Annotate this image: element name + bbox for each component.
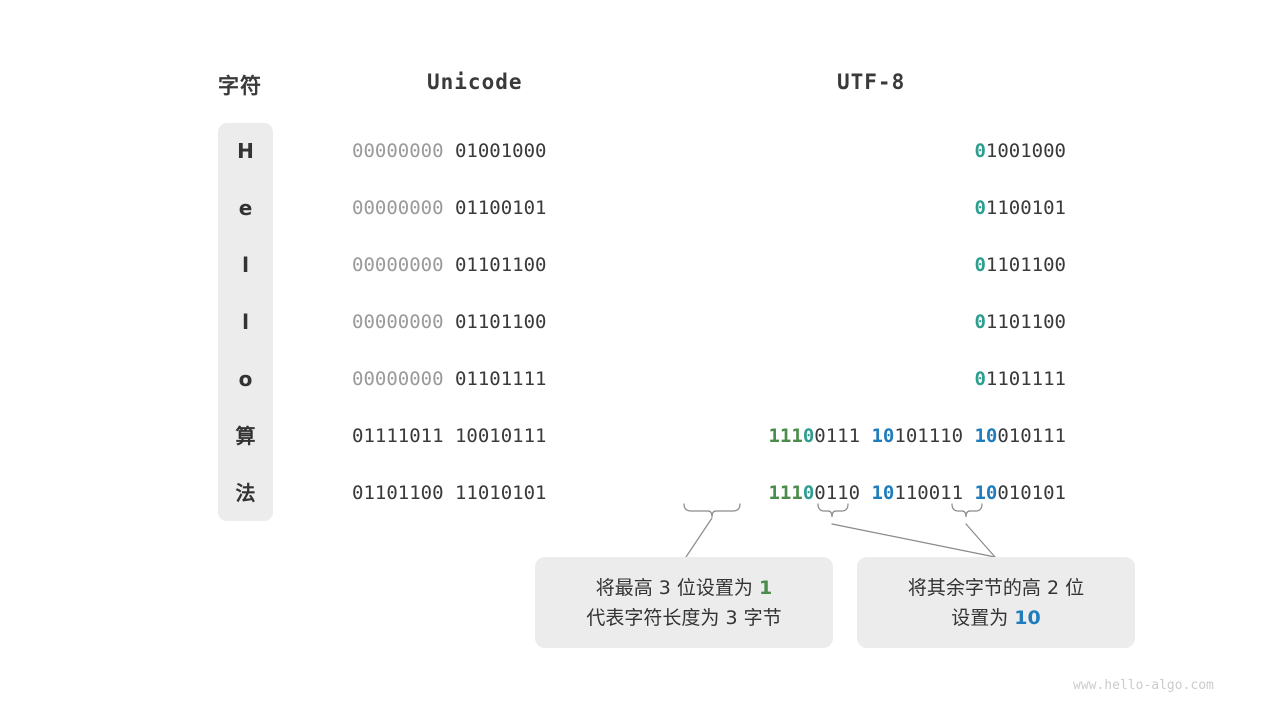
unicode-value: 00000000 01101100 [352, 310, 546, 334]
utf8-value: 01001000 [684, 139, 1066, 163]
utf8-lead-payload: 0111 [814, 425, 861, 447]
unicode-value: 01111011 10010111 [352, 424, 546, 448]
callout-lead-line-1-text: 将最高 3 位设置为 [595, 576, 759, 599]
brace-cont-2 [951, 503, 983, 518]
utf8-lead-zero: 0 [974, 311, 986, 333]
unicode-high-byte: 00000000 [352, 311, 444, 333]
callout-cont-line-1: 将其余字节的高 2 位 [907, 576, 1085, 599]
unicode-high-byte: 00000000 [352, 140, 444, 162]
character-cell: l [242, 253, 249, 277]
unicode-low-byte: 01101100 [454, 254, 547, 276]
utf8-lead-payload: 1001000 [985, 140, 1066, 162]
utf8-lead-payload: 1100101 [985, 197, 1066, 219]
utf8-value: 01101100 [684, 253, 1066, 277]
utf8-continuation-marker-2: 10 [974, 482, 998, 504]
leader-line-cont-2 [965, 523, 996, 558]
column-header-utf8: UTF-8 [837, 70, 906, 94]
character-cell: 法 [235, 481, 256, 505]
brace-lead-byte [683, 503, 741, 518]
unicode-low-byte: 10010111 [454, 425, 547, 447]
utf8-continuation-marker-2: 10 [974, 425, 998, 447]
utf8-lead-zero: 0 [974, 197, 986, 219]
utf8-lead-zero: 0 [974, 140, 986, 162]
leader-line-cont-1 [831, 523, 996, 558]
utf8-continuation-marker-1: 10 [871, 482, 895, 504]
leader-line-lead [685, 517, 713, 558]
utf8-lead-zero: 0 [802, 482, 815, 504]
utf8-length-marker: 111 [768, 425, 803, 447]
unicode-low-byte: 01101111 [454, 368, 547, 390]
character-cell: l [242, 310, 249, 334]
utf8-lead-payload: 0110 [814, 482, 861, 504]
unicode-value: 00000000 01101111 [352, 367, 546, 391]
callout-cont-highlight: 10 [1014, 606, 1041, 629]
column-header-character: 字符 [218, 74, 262, 98]
utf8-continuation-payload-2: 010101 [997, 482, 1066, 504]
unicode-high-byte: 01111011 [352, 425, 444, 447]
utf8-value: 01101111 [684, 367, 1066, 391]
unicode-value: 00000000 01100101 [352, 196, 546, 220]
utf8-lead-zero: 0 [974, 254, 986, 276]
callout-lead-byte: 将最高 3 位设置为 1 代表字符长度为 3 字节 [535, 557, 833, 648]
utf8-length-marker: 111 [768, 482, 803, 504]
callout-lead-line-1: 将最高 3 位设置为 1 [596, 573, 772, 603]
utf8-value: 11100110 10110011 10010101 [684, 481, 1066, 505]
unicode-value: 01101100 11010101 [352, 481, 546, 505]
unicode-value: 00000000 01001000 [352, 139, 546, 163]
unicode-high-byte: 00000000 [352, 254, 444, 276]
utf8-continuation-payload-2: 010111 [997, 425, 1066, 447]
character-cell: 算 [235, 424, 256, 448]
character-column-panel [218, 123, 273, 521]
unicode-low-byte: 01100101 [454, 197, 547, 219]
unicode-high-byte: 00000000 [352, 197, 444, 219]
unicode-value: 00000000 01101100 [352, 253, 546, 277]
utf8-continuation-payload-1: 101110 [894, 425, 964, 447]
callout-cont-line-2-text: 设置为 [951, 606, 1015, 629]
utf8-value: 01101100 [684, 310, 1066, 334]
callout-lead-highlight: 1 [758, 576, 773, 599]
unicode-high-byte: 01101100 [352, 482, 444, 504]
unicode-high-byte: 00000000 [352, 368, 444, 390]
character-cell: e [238, 196, 253, 220]
watermark: www.hello-algo.com [1073, 678, 1214, 693]
utf8-value: 01100101 [684, 196, 1066, 220]
utf8-continuation-payload-1: 110011 [894, 482, 964, 504]
unicode-low-byte: 11010101 [454, 482, 547, 504]
character-cell: H [237, 139, 254, 163]
utf8-continuation-marker-1: 10 [871, 425, 895, 447]
unicode-low-byte: 01001000 [454, 140, 547, 162]
callout-cont-line-2: 设置为 10 [951, 603, 1041, 633]
unicode-low-byte: 01101100 [454, 311, 547, 333]
character-cell: o [238, 367, 253, 391]
utf8-lead-payload: 1101100 [985, 254, 1066, 276]
callout-lead-line-2: 代表字符长度为 3 字节 [586, 606, 782, 629]
utf8-lead-payload: 1101100 [985, 311, 1066, 333]
utf8-value: 11100111 10101110 10010111 [684, 424, 1066, 448]
utf8-lead-payload: 1101111 [985, 368, 1066, 390]
brace-cont-1 [817, 503, 849, 518]
utf8-lead-zero: 0 [974, 368, 986, 390]
callout-continuation-byte: 将其余字节的高 2 位 设置为 10 [857, 557, 1135, 648]
column-header-unicode: Unicode [427, 70, 523, 94]
utf8-lead-zero: 0 [802, 425, 815, 447]
